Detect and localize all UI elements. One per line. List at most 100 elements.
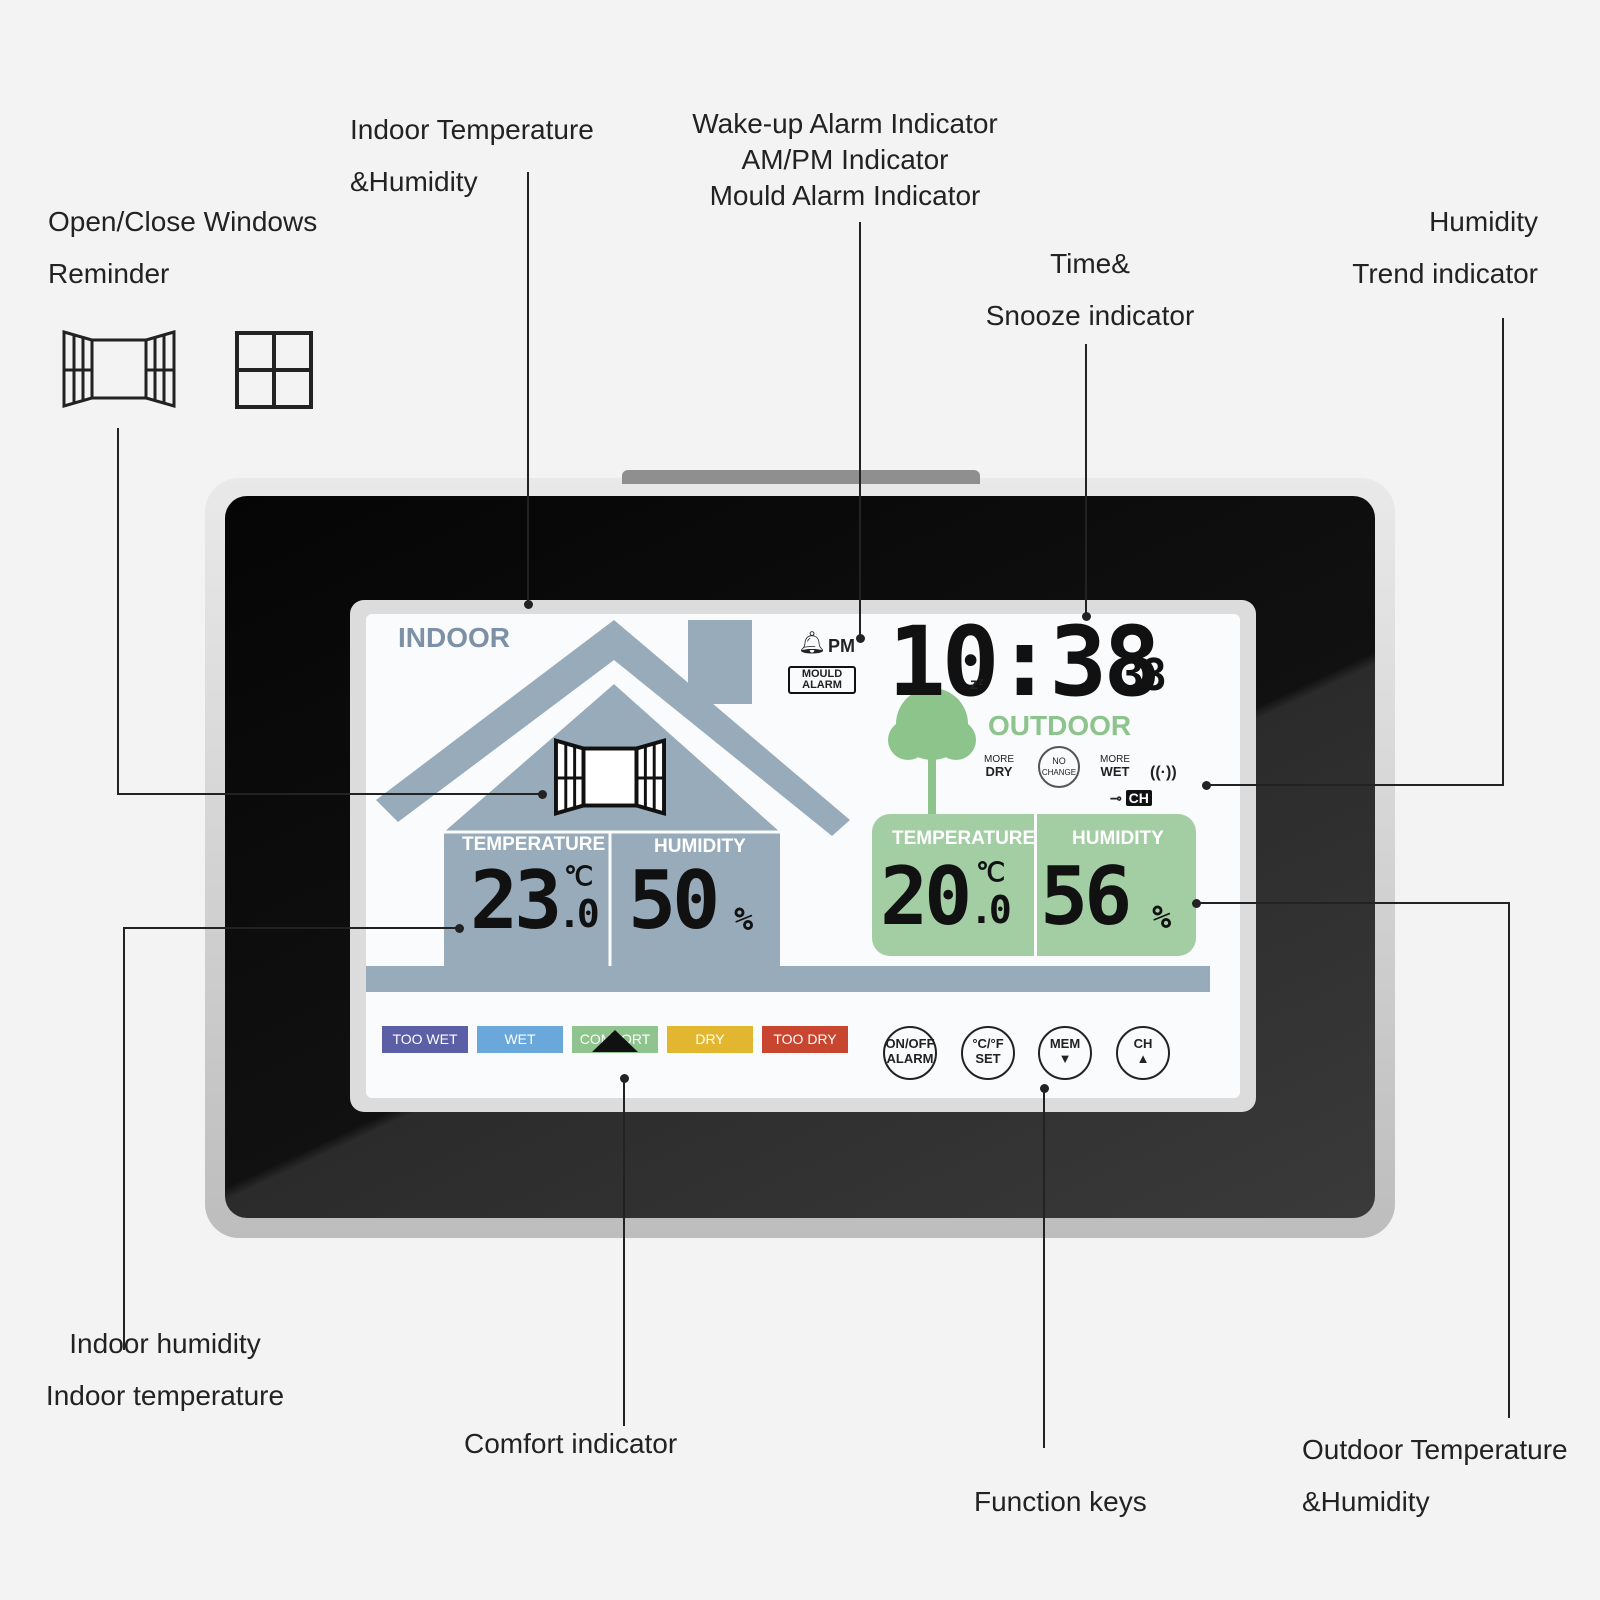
- comfort-band-too-dry: TOO DRY: [762, 1026, 848, 1053]
- mould-alarm-line2: ALARM: [802, 679, 842, 691]
- outdoor-temp-label: TEMPERATURE: [892, 828, 1036, 849]
- callout-time-snooze: Time& Snooze indicator: [940, 238, 1240, 342]
- callout-indoor-humidity-temperature: Indoor humidity Indoor temperature: [30, 1318, 300, 1422]
- callout-outdoor-temp-humidity: Outdoor Temperature &Humidity: [1302, 1424, 1568, 1528]
- outdoor-divider: [1034, 814, 1037, 956]
- outdoor-panel: [872, 814, 1196, 956]
- leader-windows: [117, 428, 119, 794]
- callout-trend-line1: Humidity: [1429, 206, 1538, 237]
- key-ch-up-icon: ▲: [1136, 1051, 1150, 1066]
- lcd-display: INDOOR TEMPERATURE HUMIDITY 23 ℃ .0 50 %…: [366, 614, 1240, 1098]
- leader-alarm-dot: [856, 634, 865, 643]
- callout-comfort-indicator: Comfort indicator: [464, 1428, 678, 1459]
- trend-no-change-bottom: CHANGE: [1041, 768, 1077, 777]
- signal-icon: ((·)): [1150, 764, 1177, 781]
- alarm-bell-icon: 🔔︎: [798, 630, 826, 655]
- key-alarm[interactable]: ON/OFF ALARM: [883, 1026, 937, 1080]
- leader-outdoor-h: [1196, 902, 1510, 904]
- sensor-icon: ⊸: [1110, 790, 1122, 806]
- channel-label: CH: [1125, 790, 1152, 806]
- callout-outdoor-line2: &Humidity: [1302, 1486, 1430, 1517]
- trend-no-change: NO CHANGE: [1038, 746, 1080, 788]
- am-pm-indicator: PM: [828, 636, 855, 656]
- key-alarm-bottom: ALARM: [886, 1051, 934, 1066]
- ground-bar: [366, 966, 1210, 992]
- comfort-band-wet: WET: [477, 1026, 563, 1053]
- outdoor-temp-value: 20: [880, 850, 972, 943]
- leader-comfort-dot: [620, 1074, 629, 1083]
- mould-alarm-indicator: MOULD ALARM: [788, 666, 856, 694]
- leader-trend-dot: [1202, 781, 1211, 790]
- time-display: 10:38: [888, 614, 1161, 718]
- callout-windows-line2: Reminder: [48, 258, 170, 289]
- callout-alarm-indicators: Wake-up Alarm Indicator AM/PM Indicator …: [660, 106, 1030, 214]
- key-unit-set-top: °C/°F: [972, 1036, 1004, 1051]
- leader-windows-dot: [538, 790, 547, 799]
- indoor-temp-label: TEMPERATURE: [462, 834, 606, 855]
- trend-more-dry: MORE DRY: [984, 754, 1014, 778]
- trend-more-wet-bottom: WET: [1100, 764, 1130, 779]
- leader-trend: [1502, 318, 1504, 786]
- indoor-humidity-unit: %: [734, 900, 753, 938]
- house-wall: [444, 684, 780, 966]
- indoor-temp-value: 23: [470, 854, 562, 947]
- leader-keys: [1043, 1088, 1045, 1448]
- callout-time-line1: Time&: [1050, 248, 1130, 279]
- leader-comfort: [623, 1078, 625, 1426]
- key-ch-up[interactable]: CH ▲: [1116, 1026, 1170, 1080]
- comfort-band-too-wet: TOO WET: [382, 1026, 468, 1053]
- leader-alarm: [859, 222, 861, 638]
- leader-outdoor: [1508, 902, 1510, 1418]
- leader-outdoor-dot: [1192, 899, 1201, 908]
- outdoor-temp-decimal: .0: [970, 888, 1012, 932]
- outdoor-humidity-unit: %: [1152, 898, 1171, 936]
- seconds-display: 38: [1118, 650, 1167, 701]
- key-alarm-top: ON/OFF: [885, 1036, 935, 1051]
- device-top-button: [622, 470, 980, 484]
- callout-function-keys: Function keys: [974, 1486, 1147, 1517]
- leader-time-dot: [1082, 612, 1091, 621]
- leader-keys-dot: [1040, 1084, 1049, 1093]
- callout-alarm-line2: AM/PM Indicator: [741, 144, 949, 175]
- key-mem-top: MEM: [1049, 1036, 1081, 1051]
- key-mem-down[interactable]: MEM ▼: [1038, 1026, 1092, 1080]
- indoor-humidity-value: 50: [628, 854, 720, 947]
- callout-trend-line2: Trend indicator: [1352, 258, 1538, 289]
- trend-more-dry-top: MORE: [984, 754, 1014, 765]
- comfort-pointer-icon: [592, 1030, 638, 1052]
- callout-windows-reminder: Open/Close Windows Reminder: [48, 196, 317, 300]
- channel-indicator: ⊸ CH: [1110, 790, 1152, 807]
- callout-indoor-line1: Indoor Temperature: [350, 114, 594, 145]
- outdoor-temp-unit: ℃: [976, 858, 1005, 888]
- indoor-temp-unit: ℃: [564, 862, 593, 892]
- closed-window-icon: [235, 331, 313, 409]
- trend-no-change-top: NO: [1052, 756, 1066, 766]
- tree-icon: [888, 688, 976, 814]
- callout-indoor-ht-line1: Indoor humidity: [69, 1328, 261, 1359]
- callout-indoor-ht-line2: Indoor temperature: [45, 1380, 285, 1411]
- open-window-indicator-icon: [554, 738, 666, 816]
- callout-alarm-line3: Mould Alarm Indicator: [709, 180, 981, 211]
- key-ch-top: CH: [1133, 1036, 1153, 1051]
- callout-indoor-temp-humidity: Indoor Temperature &Humidity: [350, 104, 594, 208]
- callout-outdoor-line1: Outdoor Temperature: [1302, 1434, 1568, 1465]
- house-chimney: [688, 620, 752, 704]
- callout-alarm-line1: Wake-up Alarm Indicator: [692, 108, 998, 139]
- indoor-label: INDOOR: [398, 622, 510, 653]
- key-unit-set[interactable]: °C/°F SET: [961, 1026, 1015, 1080]
- leader-indoor-reading-h: [123, 927, 459, 929]
- snooze-indicator: zᶻ: [970, 676, 984, 693]
- callout-time-line2: Snooze indicator: [985, 300, 1195, 331]
- open-window-icon: [62, 330, 176, 408]
- house-graphic: [366, 620, 1210, 992]
- callout-humidity-trend: Humidity Trend indicator: [1250, 196, 1538, 300]
- leader-windows-h: [117, 793, 542, 795]
- leader-indoor: [527, 172, 529, 604]
- trend-more-wet-top: MORE: [1100, 754, 1130, 765]
- indoor-humidity-label: HUMIDITY: [654, 836, 746, 857]
- trend-more-wet: MORE WET: [1100, 754, 1130, 778]
- key-mem-down-icon: ▼: [1058, 1051, 1072, 1066]
- leader-trend-h: [1206, 784, 1504, 786]
- callout-indoor-line2: &Humidity: [350, 166, 478, 197]
- callout-windows-line1: Open/Close Windows: [48, 206, 318, 237]
